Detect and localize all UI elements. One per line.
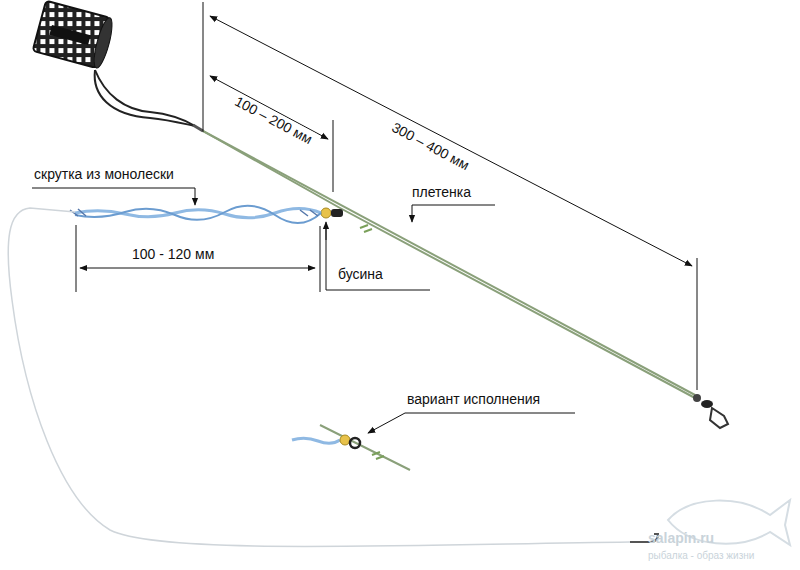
feeder bbox=[33, 1, 116, 70]
dimension-label: 100 – 200 мм bbox=[230, 92, 317, 149]
part-label: скрутка из монолески bbox=[34, 166, 174, 183]
note-label: вариант исполнения bbox=[407, 391, 540, 408]
part-label: бусина bbox=[338, 266, 383, 283]
watermark: salapin.ru bbox=[648, 530, 714, 547]
dimension-label: 100 - 120 мм bbox=[132, 246, 214, 263]
watermark: рыбалка - образ жизни bbox=[648, 550, 754, 562]
part-label: плетенка bbox=[412, 184, 471, 201]
